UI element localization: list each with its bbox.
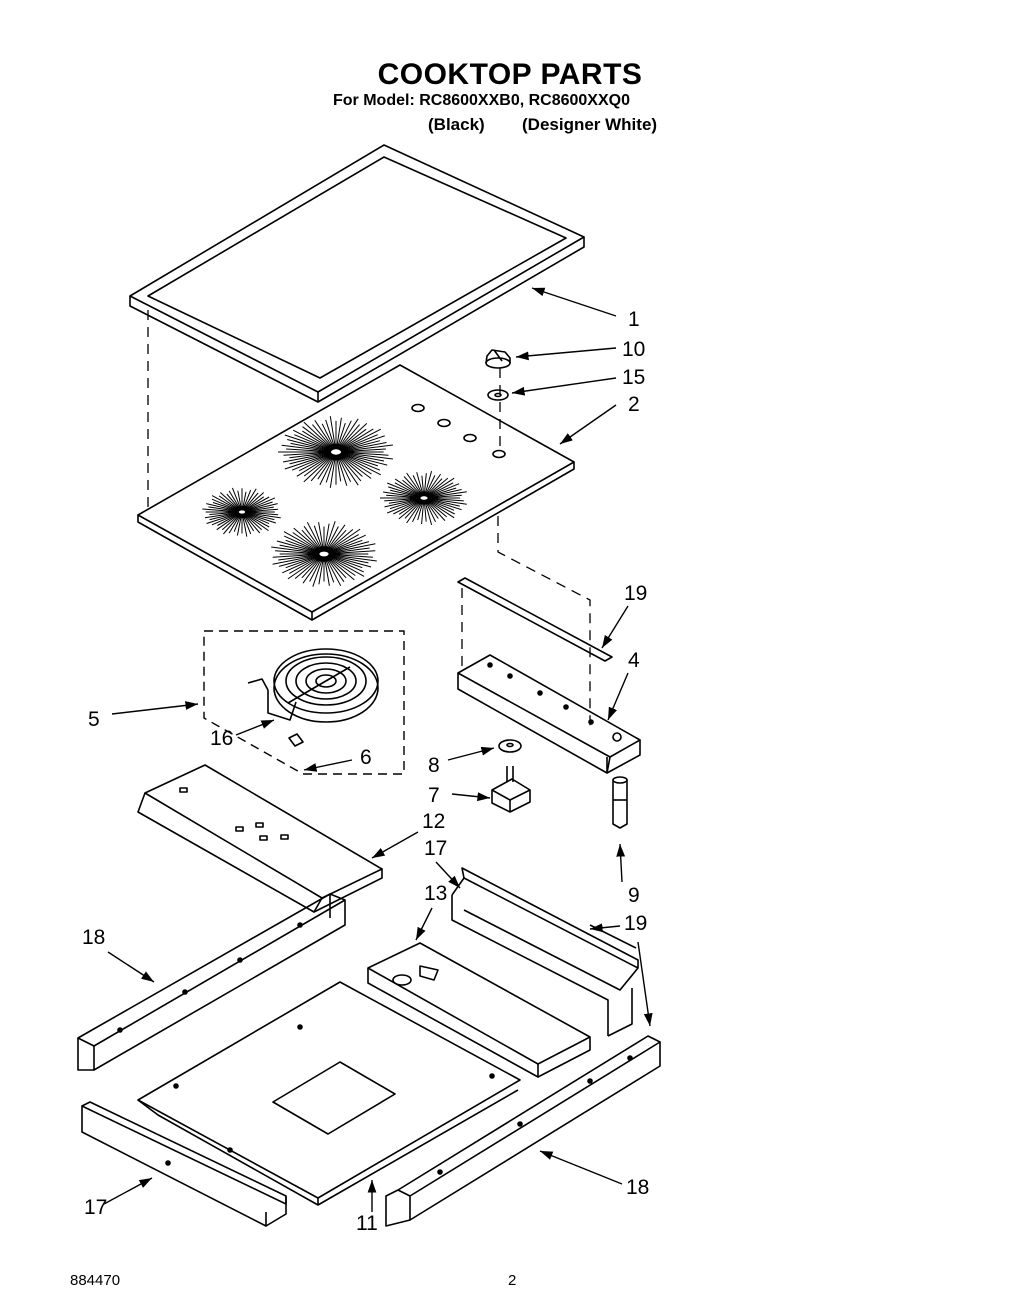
- callout-18-right: 18: [626, 1176, 649, 1199]
- callout-19-lower: 19: [624, 912, 647, 935]
- burner-2: [202, 487, 281, 537]
- front-channel-part: [81, 1101, 287, 1227]
- upper-bracket-part: [137, 764, 383, 913]
- rear-channel-part: [451, 867, 639, 1037]
- radiant-element-part: [247, 648, 379, 723]
- burner-1: [278, 416, 393, 488]
- burner-4: [271, 521, 377, 587]
- clip-part: [288, 733, 304, 747]
- switch-seal-part: [498, 739, 522, 753]
- callout-13: 13: [424, 882, 447, 905]
- callout-labels: 1 10 15 2 19 4 5 16 6 8 7 12 17 9 13 18 …: [82, 308, 649, 1235]
- callout-4: 4: [628, 649, 640, 672]
- callout-9: 9: [628, 884, 640, 907]
- callout-10: 10: [622, 338, 645, 361]
- infinite-switch-part: [491, 766, 531, 813]
- callout-12: 12: [422, 810, 445, 833]
- doc-number: 884470: [70, 1272, 121, 1289]
- page-number: 2: [508, 1272, 517, 1289]
- knob-seal-part: [487, 389, 509, 401]
- callout-2: 2: [628, 393, 640, 416]
- pin-part: [612, 776, 628, 829]
- callout-16: 16: [210, 727, 233, 750]
- callout-17-lower: 17: [84, 1196, 107, 1219]
- callout-18-left: 18: [82, 926, 105, 949]
- control-bracket-part: [457, 654, 641, 774]
- variant-white-label: (Designer White): [522, 115, 658, 134]
- callout-8: 8: [428, 754, 440, 777]
- glass-cooktop-part: [137, 364, 575, 621]
- burner-patterns: [202, 416, 467, 587]
- base-pan-part: [137, 981, 521, 1206]
- callout-15: 15: [622, 366, 645, 389]
- callout-1: 1: [628, 308, 640, 331]
- assembly-guide-lines: [147, 310, 591, 726]
- left-side-rail-part: [77, 893, 346, 1071]
- element-kit-box: [203, 630, 405, 775]
- trim-strip-part: [457, 577, 613, 662]
- callout-6: 6: [360, 746, 372, 769]
- burner-3: [380, 470, 467, 526]
- rear-bracket-part: [367, 942, 591, 1078]
- cooktop-frame-part: [129, 144, 585, 403]
- control-knob-holes: [411, 403, 506, 459]
- variant-black-label: (Black): [428, 115, 485, 134]
- model-line: For Model: RC8600XXB0, RC8600XXQ0: [333, 92, 630, 109]
- callout-19-upper: 19: [624, 582, 647, 605]
- right-side-rail-part: [385, 1035, 661, 1227]
- callout-5: 5: [88, 708, 100, 731]
- control-knob-part: [485, 349, 511, 369]
- callout-11: 11: [356, 1212, 378, 1235]
- page-title: COOKTOP PARTS: [377, 58, 643, 91]
- callout-7: 7: [428, 784, 440, 807]
- callout-arrows: [103, 287, 653, 1212]
- callout-17-upper: 17: [424, 837, 447, 860]
